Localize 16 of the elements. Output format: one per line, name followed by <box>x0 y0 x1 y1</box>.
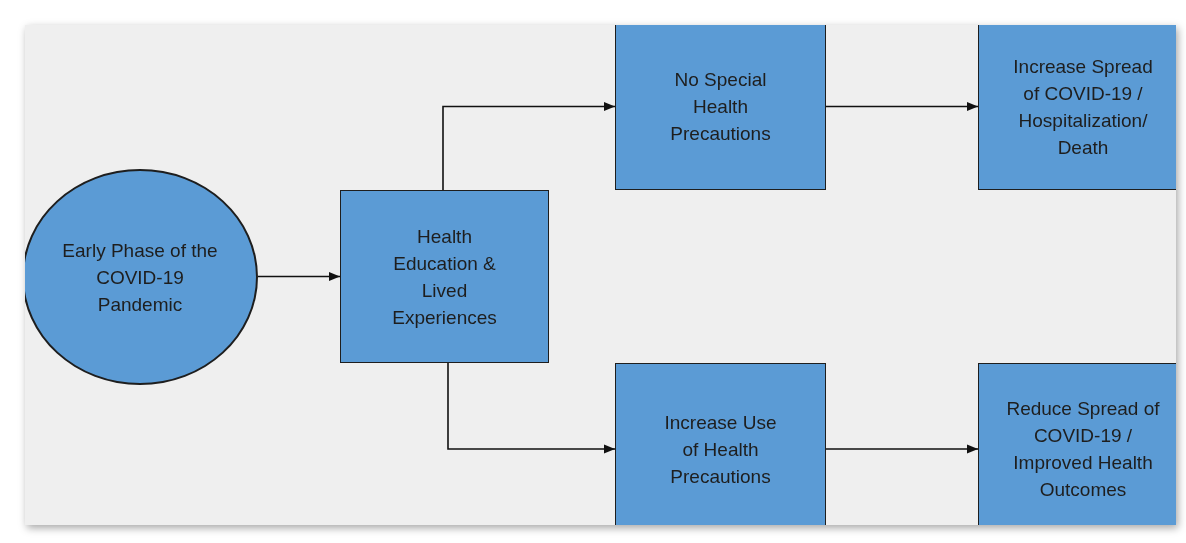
node-label: Health Education & Lived Experiences <box>391 224 498 330</box>
node-label: Reduce Spread of COVID-19 / Improved Health Outcomes <box>1005 397 1161 502</box>
process-box <box>978 25 1176 190</box>
process-box <box>615 363 826 525</box>
process-box <box>340 190 549 363</box>
arrow <box>257 272 341 281</box>
node-label: Increase Use of Health Precautions <box>663 410 778 489</box>
process-box <box>615 25 826 190</box>
arrow <box>825 102 979 111</box>
node-label: Early Phase of the COVID-19 Pandemic <box>61 238 219 317</box>
arrow <box>447 362 616 454</box>
arrow <box>825 444 979 454</box>
node-label: No Special Health Precautions <box>669 68 772 146</box>
process-box <box>978 363 1176 525</box>
arrow <box>442 102 616 191</box>
node-label: Increase Spread of COVID-19 / Hospitalization/ Death <box>1013 54 1153 160</box>
